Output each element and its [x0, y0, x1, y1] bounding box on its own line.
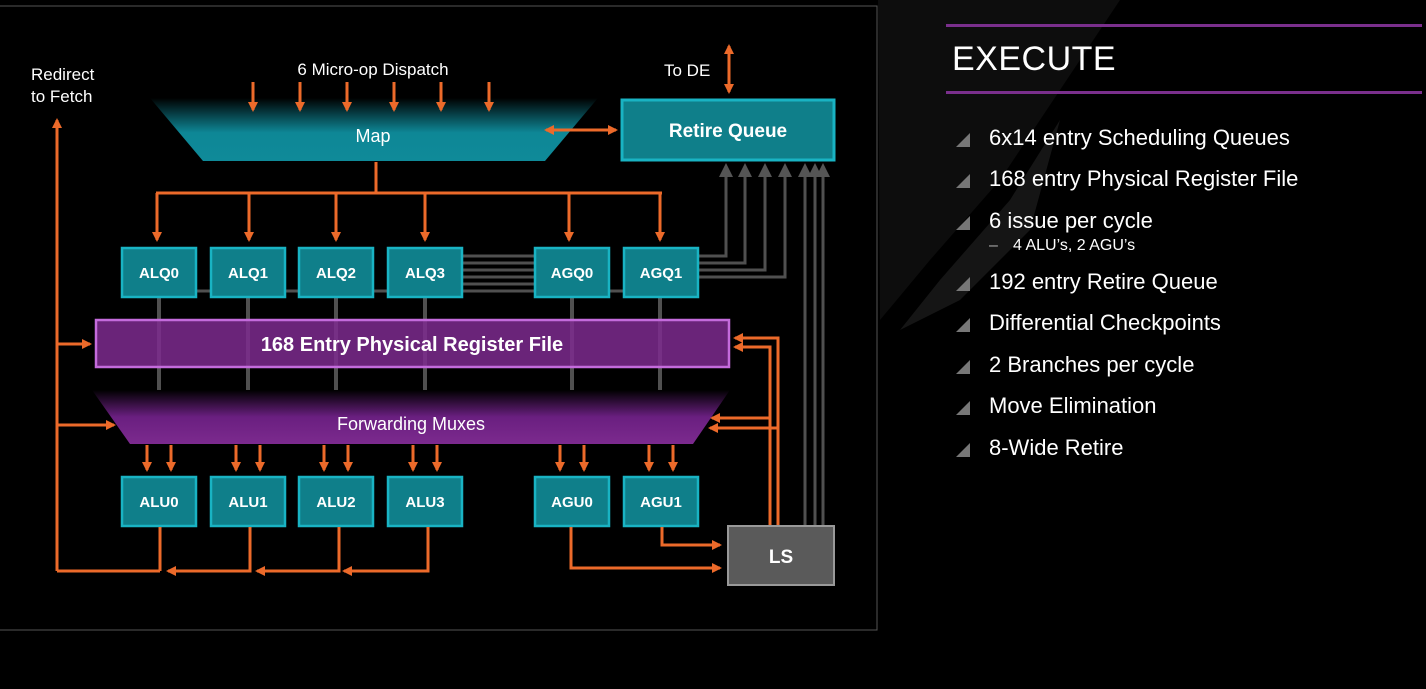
bullet-list: 6x14 entry Scheduling Queues 168 entry P…: [952, 124, 1298, 462]
triangle-bullet-icon: [956, 174, 970, 188]
bullet-text: 192 entry Retire Queue: [989, 269, 1218, 294]
unit-label: ALU1: [228, 494, 267, 511]
queue-label: ALQ1: [228, 265, 268, 282]
sub-bullet-item: –4 ALU’s, 2 AGU’s: [952, 236, 1298, 256]
to-de-label: To DE: [664, 61, 710, 80]
queue-boxes: ALQ0 ALQ1 ALQ2 ALQ3 AGQ0 AGQ1: [120, 246, 700, 299]
dispatch-arrows: [248, 82, 494, 112]
unit-label: ALU2: [316, 494, 355, 511]
retire-queue-block: [620, 98, 836, 162]
ls-label: LS: [769, 547, 793, 568]
triangle-bullet-icon: [956, 401, 970, 415]
slide-title: EXECUTE: [952, 40, 1117, 78]
bullet-item: 6 issue per cycle: [952, 207, 1298, 235]
queue-box: [209, 246, 287, 299]
ls-feedback-lines: [708, 333, 780, 525]
triangle-bullet-icon: [956, 360, 970, 374]
redirect-label-line2: to Fetch: [31, 87, 92, 106]
queue-box: [386, 246, 464, 299]
retire-queue-label: Retire Queue: [669, 121, 787, 142]
queue-box: [120, 246, 198, 299]
queue-label: ALQ2: [316, 265, 356, 282]
triangle-bullet-icon: [956, 443, 970, 457]
map-label: Map: [355, 126, 390, 146]
redirect-lines: [52, 118, 160, 573]
queue-retire-lines: [196, 163, 830, 525]
title-rule-top: [946, 24, 1422, 27]
unit-label: ALU0: [139, 494, 178, 511]
unit-box: [386, 475, 464, 528]
bullet-text: 6x14 entry Scheduling Queues: [989, 125, 1290, 150]
map-block: [150, 98, 598, 161]
unit-box: [622, 475, 700, 528]
unit-box: [120, 475, 198, 528]
forwarding-label: Forwarding Muxes: [337, 414, 485, 434]
bullet-item: 168 entry Physical Register File: [952, 165, 1298, 193]
bullet-item: 8-Wide Retire: [952, 434, 1298, 462]
bullet-text: 168 entry Physical Register File: [989, 166, 1299, 191]
map-queue-arrows: [152, 162, 665, 242]
bullet-item: Move Elimination: [952, 392, 1298, 420]
register-file-label: 168 Entry Physical Register File: [261, 334, 563, 356]
unit-box: [209, 475, 287, 528]
unit-label: AGU1: [640, 494, 682, 511]
queue-label: AGQ0: [551, 265, 594, 282]
unit-box: [297, 475, 375, 528]
dash-bullet-icon: –: [989, 237, 998, 254]
queue-box: [622, 246, 700, 299]
title-rule-bottom: [946, 91, 1422, 94]
triangle-bullet-icon: [956, 216, 970, 230]
unit-label: ALU3: [405, 494, 444, 511]
agu-ls-lines: [569, 527, 722, 573]
forwarding-muxes-block: [92, 390, 730, 444]
bullet-text: 8-Wide Retire: [989, 435, 1124, 460]
bullet-text: 2 Branches per cycle: [989, 352, 1195, 377]
unit-boxes: ALU0 ALU1 ALU2 ALU3 AGU0 AGU1: [120, 475, 700, 528]
redirect-label-line1: Redirect: [31, 65, 95, 84]
bullet-item: 2 Branches per cycle: [952, 351, 1298, 379]
sub-bullet-text: 4 ALU’s, 2 AGU’s: [1013, 237, 1136, 254]
dispatch-label: 6 Micro-op Dispatch: [297, 60, 448, 79]
bullet-text: 6 issue per cycle: [989, 208, 1153, 233]
queue-label: ALQ3: [405, 265, 445, 282]
triangle-bullet-icon: [956, 133, 970, 147]
bullet-item: 6x14 entry Scheduling Queues: [952, 124, 1298, 152]
bullet-text: Differential Checkpoints: [989, 310, 1221, 335]
bullet-text: Move Elimination: [989, 393, 1157, 418]
bullet-item: 192 entry Retire Queue: [952, 268, 1298, 296]
queue-label: ALQ0: [139, 265, 179, 282]
queue-label: AGQ1: [640, 265, 683, 282]
register-file-block: [94, 318, 731, 369]
unit-label: AGU0: [551, 494, 593, 511]
ls-block: [727, 525, 835, 586]
unit-box: [533, 475, 611, 528]
queue-box: [297, 246, 375, 299]
mux-unit-arrows: [142, 445, 678, 472]
triangle-bullet-icon: [956, 277, 970, 291]
queue-box: [533, 246, 611, 299]
alu-result-lines: [158, 527, 430, 576]
bullet-item: Differential Checkpoints: [952, 309, 1298, 337]
triangle-bullet-icon: [956, 318, 970, 332]
